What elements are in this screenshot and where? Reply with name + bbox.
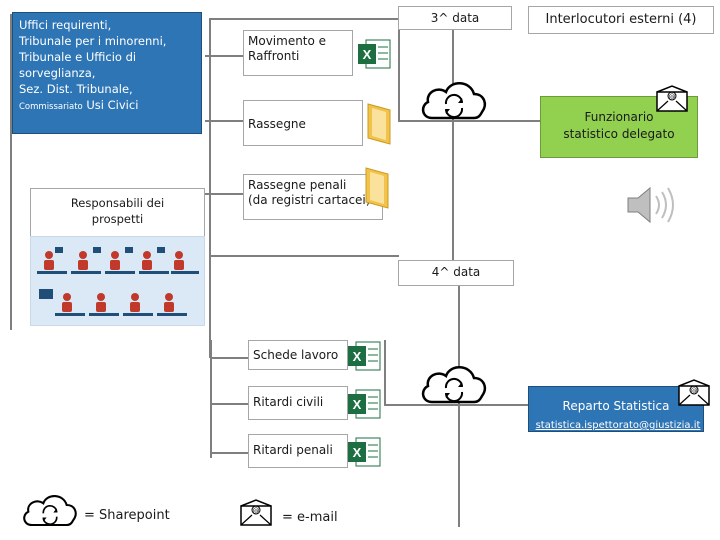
doc-line: Ritardi penali: [253, 443, 333, 457]
fourth-date-box: 4^ data: [398, 260, 514, 286]
svg-text:X: X: [353, 445, 362, 460]
excel-icon: X: [348, 437, 381, 467]
movimento-raffronti-box: Movimento e Raffronti: [243, 30, 353, 76]
interlocutori-esterni-box: Interlocutori esterni (4): [528, 6, 714, 34]
cloud-sync-icon: [23, 495, 77, 527]
connector-line: [384, 340, 386, 406]
connector-line: [209, 18, 399, 20]
connector-line: [210, 452, 250, 454]
sharepoint-vertical-line-bottom: [458, 285, 460, 527]
cloud-sync-icon: [421, 82, 486, 120]
uffici-line: Commissariato Usi Civici: [19, 97, 195, 115]
email-icon: @: [656, 85, 688, 112]
doc-line: Movimento e: [248, 34, 327, 48]
third-date-box: 3^ data: [398, 6, 512, 30]
uffici-line: Tribunale per i minorenni,: [19, 34, 167, 48]
uffici-line: Tribunale e Ufficio di: [19, 50, 137, 64]
svg-text:@: @: [669, 93, 676, 101]
uffici-line: sorveglianza,: [19, 66, 96, 80]
svg-text:X: X: [363, 47, 372, 62]
svg-text:X: X: [353, 349, 362, 364]
doc-line: Raffronti: [248, 49, 300, 63]
third-date-label: 3^ data: [430, 11, 480, 25]
uffici-requirenti-box: Uffici requirenti, Tribunale per i minor…: [12, 12, 202, 134]
reparto-title: Reparto Statistica: [562, 399, 670, 413]
svg-text:X: X: [353, 397, 362, 412]
connector-line: [398, 120, 540, 122]
legend-sharepoint-label: = Sharepoint: [84, 508, 170, 523]
connector-line: [398, 18, 400, 122]
schede-lavoro-box: Schede lavoro: [248, 340, 348, 370]
email-icon: @: [678, 379, 710, 406]
fourth-date-label: 4^ data: [431, 265, 481, 279]
excel-icon: X: [358, 39, 391, 69]
legend-email-label: = e-mail: [282, 510, 338, 525]
excel-icon: X: [348, 389, 381, 419]
left-vertical-line: [10, 14, 12, 330]
connector-line: [210, 403, 250, 405]
main-vertical-line: [209, 18, 211, 358]
connector-line: [209, 255, 399, 257]
doc-line: Schede lavoro: [253, 348, 339, 362]
rassegne-box: Rassegne: [243, 100, 363, 146]
connector-line: [205, 120, 243, 122]
ritardi-penali-box: Ritardi penali: [248, 434, 348, 468]
doc-line: Rassegne: [248, 117, 306, 131]
folder-icon: [365, 167, 389, 209]
responsabili-line: prospetti: [91, 212, 144, 226]
funzionario-line: Funzionario: [584, 110, 654, 124]
excel-icon: X: [348, 341, 381, 371]
sharepoint-vertical-line-top: [452, 30, 454, 260]
uffici-line: Uffici requirenti,: [19, 18, 112, 32]
reparto-statistica-box: Reparto Statistica: [528, 386, 704, 432]
responsabili-line: Responsabili dei: [70, 196, 165, 210]
connector-line: [384, 404, 528, 406]
doc-line: Ritardi civili: [253, 395, 324, 409]
doc-vertical-line: [210, 340, 212, 458]
email-icon: @: [240, 499, 272, 526]
interlocutori-label: Interlocutori esterni (4): [545, 12, 697, 27]
uffici-small-text: Commissariato: [19, 102, 83, 112]
svg-text:@: @: [253, 507, 260, 515]
uffici-text: Usi Civici: [86, 98, 139, 112]
doc-line: Rassegne penali: [248, 178, 347, 192]
svg-text:@: @: [691, 387, 698, 395]
connector-line: [210, 357, 250, 359]
funzionario-line: statistico delegato: [563, 127, 675, 141]
people-at-desks-icon: [30, 236, 205, 326]
responsabili-box: Responsabili dei prospetti: [30, 188, 205, 238]
cloud-sync-icon: [421, 366, 486, 404]
uffici-line: Sez. Dist. Tribunale,: [19, 82, 133, 96]
ritardi-civili-box: Ritardi civili: [248, 386, 348, 420]
speaker-icon: [627, 186, 674, 224]
folder-icon: [367, 103, 391, 145]
connector-line: [205, 193, 243, 195]
connector-line: [205, 55, 243, 57]
doc-line: (da registri cartacei): [248, 193, 371, 207]
reparto-email-link[interactable]: statistica.ispettorato@giustizia.it: [535, 420, 701, 431]
